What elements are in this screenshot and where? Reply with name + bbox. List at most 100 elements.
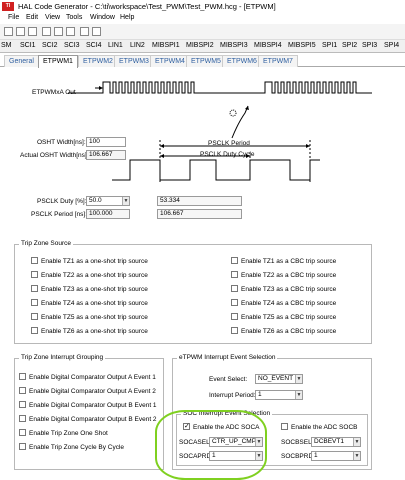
tz5-oneshot-checkbox[interactable]: Enable TZ5 as a one-shot trip source (31, 313, 148, 321)
dc-b-event2-checkbox[interactable]: Enable Digital Comparator Output B Event… (19, 415, 157, 423)
tab-sci2[interactable]: SCI2 (42, 42, 58, 49)
cut-icon[interactable] (42, 27, 51, 36)
enable-soca-checkbox[interactable]: Enable the ADC SOCA (183, 422, 259, 431)
checkbox-icon[interactable] (31, 285, 38, 292)
checkbox-icon[interactable] (31, 257, 38, 264)
event-select-dropdown[interactable]: NO_EVENT ▼ (255, 374, 303, 384)
menu-view[interactable]: View (45, 14, 61, 21)
dropdown-arrow-icon[interactable]: ▼ (255, 452, 262, 460)
tz5-cbc-checkbox[interactable]: Enable TZ5 as a CBC trip source (231, 313, 336, 321)
dc-a-event1-checkbox[interactable]: Enable Digital Comparator Output A Event… (19, 373, 156, 381)
checkbox-icon[interactable] (19, 387, 26, 394)
tab-spi2[interactable]: SPI2 (342, 42, 358, 49)
socbprd-dropdown[interactable]: 1 ▼ (311, 451, 361, 461)
osht-width-input[interactable]: 100 (86, 137, 126, 147)
tab-spi3[interactable]: SPI3 (362, 42, 378, 49)
checkbox-icon[interactable] (231, 327, 238, 334)
checkbox-icon[interactable] (19, 429, 26, 436)
checkbox-checked-icon[interactable] (183, 422, 190, 430)
checkbox-icon[interactable] (19, 401, 26, 408)
socaprd-dropdown[interactable]: 1 ▼ (209, 451, 263, 461)
checkbox-icon[interactable] (19, 373, 26, 380)
dropdown-arrow-icon[interactable]: ▼ (295, 375, 302, 383)
checkbox-icon[interactable] (19, 415, 26, 422)
tab-lin2[interactable]: LIN2 (130, 42, 145, 49)
tab-etpwm7[interactable]: ETPWM7 (258, 55, 298, 67)
tab-etpwm3[interactable]: ETPWM3 (114, 55, 154, 67)
menu-tools[interactable]: Tools (66, 14, 83, 21)
socasel-value: CTR_UP_CMPA (212, 438, 260, 445)
tz2-cbc-checkbox[interactable]: Enable TZ2 as a CBC trip source (231, 271, 336, 279)
tab-mibspi3[interactable]: MIBSPI3 (220, 42, 248, 49)
tz-oneshot-int-checkbox[interactable]: Enable Trip Zone One Shot (19, 429, 108, 437)
tab-sci4[interactable]: SCI4 (86, 42, 102, 49)
enable-socb-checkbox[interactable]: Enable the ADC SOCB (281, 423, 357, 431)
dropdown-arrow-icon[interactable]: ▼ (353, 438, 360, 446)
menu-help[interactable]: Help (120, 14, 135, 21)
tz4-cbc-checkbox[interactable]: Enable TZ4 as a CBC trip source (231, 299, 336, 307)
tab-general[interactable]: General (4, 55, 39, 67)
menu-window[interactable]: Window (90, 14, 115, 21)
checkbox-icon[interactable] (231, 271, 238, 278)
checkbox-icon[interactable] (31, 313, 38, 320)
tab-etpwm1[interactable]: ETPWM1 (38, 55, 78, 68)
psclk-duty-field-label: PSCLK Duty [%]: (37, 198, 87, 205)
tab-spi4[interactable]: SPI4 (384, 42, 400, 49)
checkbox-icon[interactable] (19, 443, 26, 450)
tz2-oneshot-checkbox[interactable]: Enable TZ2 as a one-shot trip source (31, 271, 148, 279)
dc-a-event2-checkbox[interactable]: Enable Digital Comparator Output A Event… (19, 387, 156, 395)
dropdown-arrow-icon[interactable]: ▼ (353, 452, 360, 460)
checkbox-icon[interactable] (231, 299, 238, 306)
tab-sci3[interactable]: SCI3 (64, 42, 80, 49)
dropdown-arrow-icon[interactable]: ▼ (255, 438, 262, 446)
tab-sci1[interactable]: SCI1 (20, 42, 36, 49)
interrupt-period-dropdown[interactable]: 1 ▼ (255, 390, 303, 400)
tz1-cbc-checkbox[interactable]: Enable TZ1 as a CBC trip source (231, 257, 336, 265)
socbsel-dropdown[interactable]: DCBEVT1 ▼ (311, 437, 361, 447)
dc-a-event1-label: Enable Digital Comparator Output A Event… (29, 374, 156, 381)
tab-mibspi4[interactable]: MIBSPI4 (254, 42, 282, 49)
open-folder-icon[interactable] (16, 27, 25, 36)
socbprd-value: 1 (314, 452, 318, 459)
checkbox-icon[interactable] (31, 271, 38, 278)
tab-spi1[interactable]: SPI1 (322, 42, 338, 49)
menu-file[interactable]: File (8, 14, 20, 21)
etpwm-interrupt-title: eTPWM Interrupt Event Selection (177, 354, 278, 361)
tab-mibspi2[interactable]: MIBSPI2 (186, 42, 214, 49)
tz-cbc-int-checkbox[interactable]: Enable Trip Zone Cycle By Cycle (19, 443, 124, 451)
menu-edit[interactable]: Edit (26, 14, 39, 21)
checkbox-icon[interactable] (281, 423, 288, 430)
tab-lin1[interactable]: LIN1 (108, 42, 123, 49)
dropdown-arrow-icon[interactable]: ▼ (122, 197, 129, 205)
save-icon[interactable] (28, 27, 37, 36)
new-file-icon[interactable] (4, 27, 13, 36)
checkbox-icon[interactable] (231, 313, 238, 320)
tab-mibspi5[interactable]: MIBSPI5 (288, 42, 316, 49)
tz6-cbc-checkbox[interactable]: Enable TZ6 as a CBC trip source (231, 327, 336, 335)
checkbox-icon[interactable] (31, 327, 38, 334)
soc-event-group: SOC Interrupt Event Selection Enable the… (176, 410, 368, 466)
generate-code-icon[interactable] (80, 27, 89, 36)
socasel-dropdown[interactable]: CTR_UP_CMPA ▼ (209, 437, 263, 447)
tab-etpwm2[interactable]: ETPWM2 (78, 55, 118, 67)
checkbox-icon[interactable] (31, 299, 38, 306)
tab-sm[interactable]: SM (1, 42, 12, 49)
checkbox-icon[interactable] (231, 257, 238, 264)
settings-icon[interactable] (92, 27, 101, 36)
tz6-cbc-label: Enable TZ6 as a CBC trip source (241, 328, 337, 335)
checkbox-icon[interactable] (231, 285, 238, 292)
psclk-duty-select[interactable]: 50.0 ▼ (86, 196, 130, 206)
tz1-oneshot-checkbox[interactable]: Enable TZ1 as a one-shot trip source (31, 257, 148, 265)
tz6-oneshot-checkbox[interactable]: Enable TZ6 as a one-shot trip source (31, 327, 148, 335)
tz3-oneshot-checkbox[interactable]: Enable TZ3 as a one-shot trip source (31, 285, 148, 293)
paste-icon[interactable] (66, 27, 75, 36)
tab-mibspi1[interactable]: MIBSPI1 (152, 42, 180, 49)
tab-etpwm6[interactable]: ETPWM6 (222, 55, 262, 67)
copy-icon[interactable] (54, 27, 63, 36)
dc-b-event1-checkbox[interactable]: Enable Digital Comparator Output B Event… (19, 401, 157, 409)
tab-etpwm5[interactable]: ETPWM5 (186, 55, 226, 67)
dropdown-arrow-icon[interactable]: ▼ (295, 391, 302, 399)
tz3-cbc-checkbox[interactable]: Enable TZ3 as a CBC trip source (231, 285, 336, 293)
tz4-oneshot-checkbox[interactable]: Enable TZ4 as a one-shot trip source (31, 299, 148, 307)
tab-etpwm4[interactable]: ETPWM4 (150, 55, 190, 67)
